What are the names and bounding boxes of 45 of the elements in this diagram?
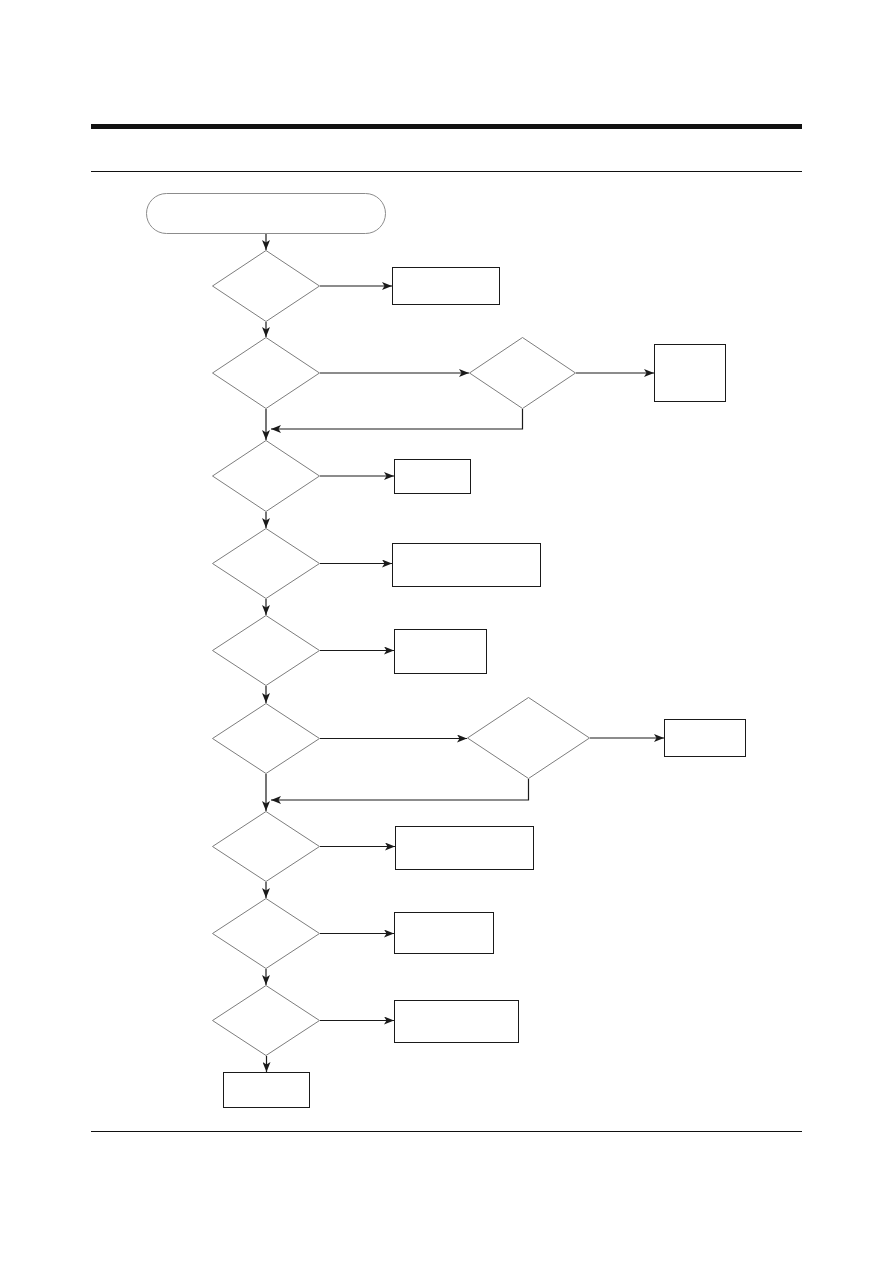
arrow bbox=[319, 1016, 395, 1025]
arrow bbox=[262, 233, 270, 251]
arrow bbox=[319, 369, 470, 377]
process-box bbox=[395, 826, 534, 870]
arrow bbox=[575, 369, 655, 377]
arrow bbox=[262, 968, 270, 986]
arrow bbox=[319, 842, 396, 851]
arrow bbox=[262, 1055, 271, 1073]
arrow bbox=[262, 773, 270, 812]
decision-diamond bbox=[212, 985, 320, 1056]
arrow bbox=[319, 734, 468, 743]
decision-diamond bbox=[212, 440, 320, 512]
process-box bbox=[392, 267, 500, 305]
process-box bbox=[394, 1000, 519, 1043]
process-box bbox=[223, 1072, 310, 1108]
process-box bbox=[664, 719, 746, 757]
process-box bbox=[392, 543, 541, 587]
decision-diamond bbox=[212, 811, 320, 882]
arrow bbox=[319, 929, 395, 938]
arrow bbox=[319, 472, 395, 480]
arrow bbox=[319, 646, 395, 655]
decision-diamond bbox=[469, 337, 576, 409]
arrow bbox=[262, 598, 270, 616]
arrow bbox=[319, 559, 393, 568]
arrow bbox=[319, 282, 393, 290]
arrow bbox=[270, 408, 524, 433]
arrow bbox=[270, 778, 530, 804]
process-box bbox=[394, 459, 471, 494]
decision-diamond bbox=[467, 697, 590, 779]
process-box bbox=[394, 629, 487, 674]
process-box bbox=[654, 344, 726, 402]
decision-diamond bbox=[212, 615, 320, 686]
arrow bbox=[262, 511, 270, 529]
decision-diamond bbox=[212, 898, 320, 969]
arrow bbox=[262, 881, 270, 899]
arrow bbox=[262, 321, 270, 338]
arrow bbox=[589, 734, 665, 742]
decision-diamond bbox=[212, 703, 320, 774]
decision-diamond bbox=[212, 528, 320, 599]
arrow bbox=[262, 685, 270, 704]
process-box bbox=[394, 912, 494, 954]
decision-diamond bbox=[212, 337, 320, 409]
arrow bbox=[262, 408, 270, 441]
decision-diamond bbox=[212, 250, 320, 322]
terminator-shape bbox=[146, 193, 386, 234]
